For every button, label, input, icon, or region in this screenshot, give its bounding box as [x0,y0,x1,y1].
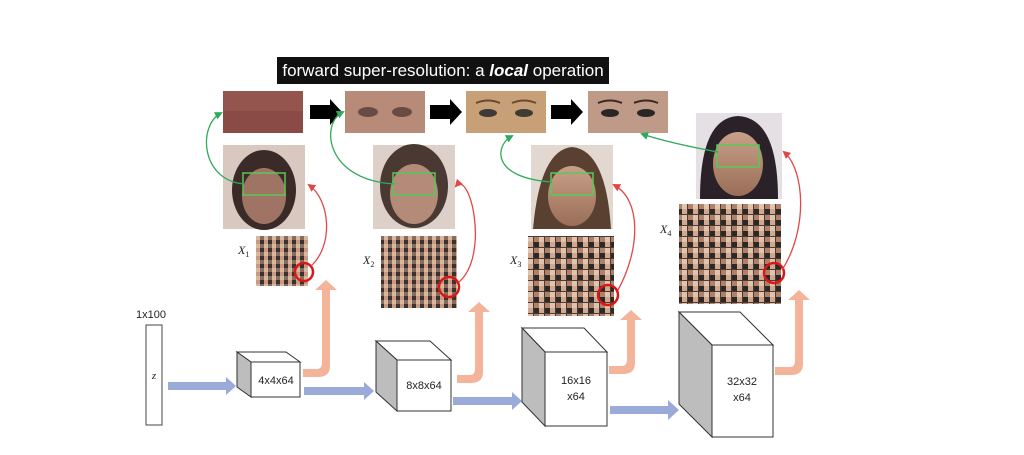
select-arrow-2 [454,178,477,283]
banner-text-emph: local [489,61,529,80]
select-circle-3 [596,283,620,307]
block-label-3b: x64 [567,391,585,403]
select-arrow-1 [307,183,328,267]
banner-text-pre: forward super-resolution: a [282,61,490,80]
progress-arrow-2 [430,99,462,125]
image-grid-1 [256,236,315,286]
block-label-3a: 16x16 [561,375,591,387]
up-arrow-1 [303,280,337,377]
feature-block-1 [235,351,302,398]
image-grid-4 [679,204,786,304]
up-arrow-2 [457,302,490,383]
progress-arrow-1 [310,99,342,125]
title-banner: forward super-resolution: a local operat… [277,57,609,84]
eye-crop-1 [223,91,303,133]
select-circle-1 [293,261,315,283]
block-label-4a: 32x32 [727,376,757,388]
face-image-1 [223,145,305,230]
select-arrow-3 [612,184,636,291]
face-image-2 [373,144,455,229]
zoom-arrow-4 [640,132,719,153]
progress-arrow-3 [551,99,583,125]
feature-block-4 [677,310,775,439]
zoom-arrow-1 [205,112,245,185]
zoom-arrow-3 [500,135,553,183]
eye-crop-2 [345,91,425,133]
grid-label-4: X4 [659,222,671,238]
flow-arrow-1 [168,377,236,395]
latent-size-label: 1x100 [136,309,166,321]
flow-arrow-3 [453,392,522,410]
latent-z-box [145,324,163,426]
eye-crop-4 [588,91,668,133]
image-grid-2 [381,236,461,308]
zoom-arrow-2 [330,110,395,185]
feature-block-2 [374,339,453,413]
grid-label-1: X1 [237,243,249,259]
block-label-1: 4x4x64 [258,375,293,387]
face-image-3 [531,145,613,229]
latent-var-label: z [151,370,157,382]
banner-text-post: operation [528,61,604,80]
up-arrow-4 [775,290,810,375]
up-arrow-3 [609,310,642,374]
flow-arrow-2 [304,382,374,400]
flow-arrow-4 [610,400,679,420]
image-grid-3 [528,236,620,316]
grid-label-3: X3 [509,253,521,269]
face-image-4 [696,113,782,199]
block-label-2: 8x8x64 [406,380,441,392]
select-circle-2 [437,275,461,299]
feature-block-3 [520,326,609,428]
select-arrow-4 [781,150,802,271]
block-label-4b: x64 [733,392,751,404]
grid-label-2: X2 [362,253,374,269]
eye-crop-3 [466,91,546,133]
select-circle-4 [762,261,786,285]
